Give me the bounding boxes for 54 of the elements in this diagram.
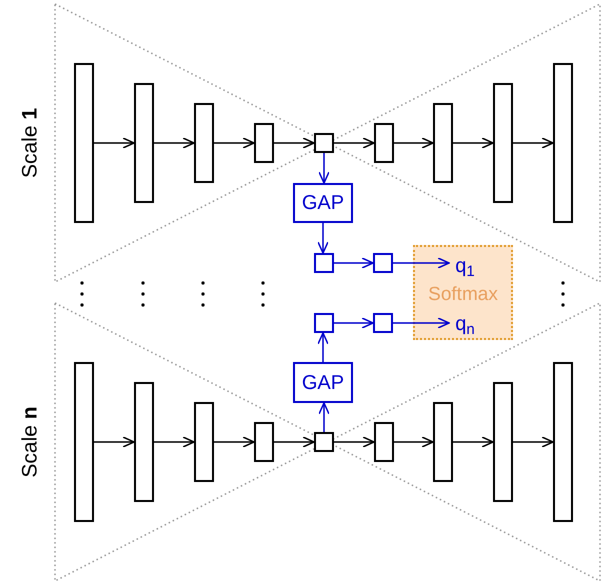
feature-map-bar [553,362,573,522]
arrow [317,332,329,362]
arrow [453,137,494,149]
gap-box: GAP [293,362,353,403]
arrow [334,436,375,448]
softmax-box [413,245,513,340]
arrow [154,436,195,448]
feature-box [314,253,334,273]
arrow [214,436,255,448]
arrow [513,436,554,448]
feature-box [314,313,334,333]
softmax-label: Softmax [427,284,499,306]
arrow [393,257,450,269]
feature-map-bar [254,422,274,462]
arrow [317,223,329,254]
arrow [513,137,554,149]
arrow [394,436,434,448]
feature-map-bar [134,382,154,502]
gap-box: GAP [293,183,353,223]
feature-box [373,313,393,333]
feature-map-bar [433,103,453,183]
feature-map-bar [134,83,154,203]
arrow [274,436,315,448]
arrow [453,436,494,448]
arrow [214,137,255,149]
arrow [334,257,374,269]
feature-map-bar [374,123,394,163]
feature-map-bar [493,83,513,203]
feature-map-bar [74,362,94,522]
feature-map-bar [374,422,394,462]
output-label: q$_{1}$ [451,253,479,279]
arrow [94,137,135,149]
feature-box [373,253,393,273]
arrow [393,317,450,329]
output-label: q$_{n}$ [451,311,479,337]
arrow [154,137,195,149]
scale-label: Scale 1 [20,108,40,178]
arrow [334,137,375,149]
feature-map-bar [74,63,94,223]
feature-map-bar [553,63,573,223]
feature-map-bar [254,123,274,163]
arrow [334,317,374,329]
feature-map-bar [194,103,214,183]
scale-label: Scale n [20,406,40,478]
arrow [318,153,330,184]
feature-map-bar [493,382,513,502]
feature-map-bar [433,402,453,482]
arrow [394,137,434,149]
arrow [94,436,135,448]
arrow [318,402,330,432]
arrow [274,137,315,149]
feature-map-bar [194,402,214,482]
feature-box [314,432,334,452]
feature-box [314,133,334,153]
